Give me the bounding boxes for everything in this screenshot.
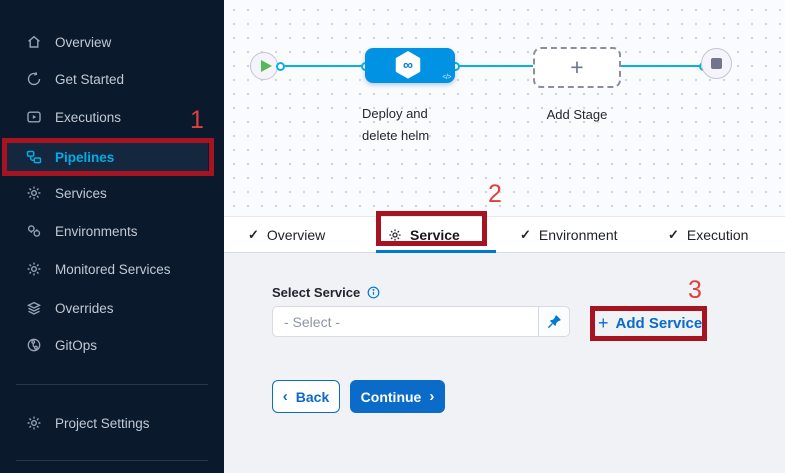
pin-button[interactable] [538, 307, 569, 336]
sidebar-item-label: Monitored Services [55, 261, 171, 277]
select-service-label: Select Service [272, 285, 380, 300]
sidebar-item-overrides[interactable]: Overrides [0, 289, 224, 327]
sidebar-item-label: Get Started [55, 71, 125, 87]
stage-node-label: Deploy and delete helm [362, 106, 430, 143]
code-badge-icon: </> [442, 74, 451, 81]
svg-text:∞: ∞ [403, 57, 413, 73]
add-service-button[interactable]: + Add Service [598, 312, 703, 333]
sidebar-item-label: Environments [55, 223, 138, 239]
sidebar-item-pipelines[interactable]: Pipelines [7, 141, 208, 173]
tab-label: Service [410, 227, 460, 243]
tab-environment[interactable]: ✓ Environment [520, 217, 618, 253]
check-icon: ✓ [520, 227, 531, 242]
get-started-icon [26, 71, 42, 87]
sidebar-item-gitops[interactable]: GitOps [0, 326, 224, 364]
tab-overview[interactable]: ✓ Overview [248, 217, 325, 253]
tab-label: Overview [266, 227, 326, 243]
pin-icon [547, 315, 561, 328]
plus-icon: + [598, 312, 609, 333]
tab-label: Execution [686, 227, 749, 243]
sidebar-item-overview[interactable]: Overview [0, 23, 224, 61]
sidebar-item-get-started[interactable]: Get Started [0, 60, 224, 98]
gear-icon [26, 415, 42, 431]
main-area: ∞ </> + Deploy and delete helm Add Stage… [224, 0, 785, 473]
pipeline-end-node [701, 48, 732, 79]
back-button[interactable]: ‹ Back [272, 380, 340, 413]
connector-line [278, 65, 365, 67]
check-icon: ✓ [248, 227, 259, 242]
service-tab-content [224, 253, 785, 473]
info-icon[interactable] [367, 286, 380, 299]
check-icon: ✓ [668, 227, 679, 242]
plus-icon: + [570, 54, 584, 80]
home-icon [26, 34, 42, 50]
sidebar-item-monitored-services[interactable]: Monitored Services [0, 250, 224, 288]
gear-icon [388, 228, 402, 242]
layers-icon [26, 300, 42, 316]
connector-port [275, 61, 285, 71]
sidebar-item-project-settings[interactable]: Project Settings [0, 404, 224, 442]
tab-service[interactable]: Service [388, 217, 460, 253]
sidebar-item-label: Services [55, 185, 107, 201]
sidebar: Overview Get Started Executions Pipeline… [0, 0, 224, 473]
select-service-dropdown[interactable]: - Select - [272, 306, 570, 337]
tab-execution[interactable]: ✓ Execution [668, 217, 748, 253]
stage-node-deploy[interactable]: ∞ </> [365, 48, 455, 83]
environments-icon [26, 223, 42, 239]
chevron-right-icon: › [429, 388, 435, 405]
sidebar-item-services[interactable]: Services [0, 174, 224, 212]
sidebar-item-label: Executions [55, 109, 122, 125]
stop-icon [710, 57, 722, 69]
chevron-left-icon: ‹ [282, 388, 288, 405]
play-icon [261, 60, 272, 72]
add-stage-button[interactable]: + [533, 47, 621, 88]
sidebar-divider [16, 384, 208, 385]
sidebar-item-label: Project Settings [55, 415, 150, 431]
add-stage-label: Add Stage [546, 107, 608, 122]
sidebar-item-label: Overview [55, 34, 112, 50]
gear-icon [26, 261, 42, 277]
sidebar-item-label: Pipelines [55, 149, 115, 165]
continue-button[interactable]: Continue › [350, 380, 445, 413]
cd-hexagon-infinity-icon: ∞ [395, 51, 421, 84]
connector-line [621, 65, 703, 67]
tab-label: Environment [538, 227, 618, 243]
stage-config-tabbar: ✓ Overview Service ✓ Environment ✓ Execu… [224, 216, 785, 253]
connector-line [455, 65, 533, 67]
sidebar-divider [16, 460, 208, 461]
pipeline-start-node [250, 52, 278, 80]
executions-icon [26, 109, 42, 125]
sidebar-item-label: GitOps [55, 337, 98, 353]
sidebar-item-label: Overrides [55, 300, 114, 316]
dropdown-placeholder: - Select - [284, 313, 341, 330]
pipelines-icon [26, 149, 42, 165]
active-tab-underline [376, 250, 496, 253]
gitops-icon [26, 337, 42, 353]
gear-icon [26, 185, 42, 201]
sidebar-item-environments[interactable]: Environments [0, 212, 224, 250]
pipeline-canvas[interactable]: ∞ </> + Deploy and delete helm Add Stage [224, 0, 785, 216]
sidebar-item-executions[interactable]: Executions [0, 98, 224, 136]
